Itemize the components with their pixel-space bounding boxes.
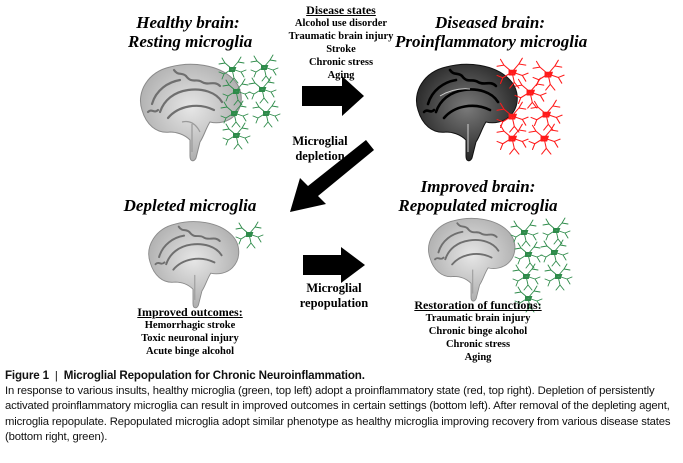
repopulation-arrow [303,247,365,283]
improved-outcome-item: Toxic neuronal injury [141,333,239,344]
microglia-cell-icon [222,78,251,106]
caption-title: Microglial Repopulation for Chronic Neur… [63,369,365,382]
disease-states-header: Disease states [306,3,376,17]
depletion-label-line2: depletion [295,149,345,163]
disease-state-item: Aging [327,70,355,81]
improved-outcome-item: Acute binge alcohol [145,346,235,357]
microglia-cell-icon [510,219,539,247]
depletion-arrow [290,140,374,212]
restoration-function-item: Traumatic brain injury [425,313,531,324]
microglia-cell-icon [252,100,281,128]
repopulated-microglia-cluster [510,217,573,313]
improved-brain-title-line1: Improved brain: [420,177,536,196]
improved-outcome-item: Hemorrhagic stroke [144,320,236,331]
proinflammatory-microglia-cluster [495,57,566,156]
restoration-functions-header: Restoration of functions: [414,298,542,312]
improved-brain-title-line2: Repopulated microglia [398,196,558,215]
disease-state-item: Chronic stress [308,57,374,68]
caption-label: Figure 1 [5,369,49,382]
disease-states-list: Disease states Alcohol use disorder Trau… [282,3,400,82]
improved-brain-title: Improved brain: Repopulated microglia [398,177,558,215]
depletion-label-line1: Microglial [292,134,348,148]
repopulation-label-line1: Microglial [306,281,362,295]
diseased-brain-title: Diseased brain: Proinflammatory microgli… [395,13,588,51]
diseased-brain-icon [415,63,518,162]
caption-separator: | [54,370,58,382]
disease-progression-arrow [302,76,364,116]
depleted-brain-icon [148,221,240,309]
caption-body: In response to various insults, healthy … [5,385,671,443]
diseased-brain-title-line2: Proinflammatory microglia [395,32,588,51]
microglia-cell-icon [495,57,530,90]
repopulation-label: Microglial repopulation [290,281,378,311]
microglia-cell-icon [542,217,571,245]
restoration-function-item: Chronic binge alcohol [428,326,528,337]
microglia-cell-icon [529,99,564,132]
improved-outcomes-list: Improved outcomes: Hemorrhagic stroke To… [120,305,260,358]
depleted-microglia-title: Depleted microglia [123,196,257,215]
depleted-microglia-cell [235,221,264,249]
healthy-brain-title: Healthy brain: Resting microglia [128,13,253,51]
restoration-function-item: Chronic stress [445,339,511,350]
depletion-label: Microglial depletion [282,134,358,164]
repopulation-label-line2: repopulation [299,296,369,310]
microglia-cell-icon [544,263,573,291]
disease-state-item: Alcohol use disorder [294,18,388,29]
microglia-cell-icon [235,221,264,249]
microglia-cell-icon [513,77,548,110]
improved-brain-icon [428,217,516,302]
healthy-brain-title-line1: Healthy brain: [136,13,240,32]
restoration-function-item: Aging [464,352,492,363]
healthy-brain-title-line2: Resting microglia [128,32,253,51]
microglia-cell-icon [514,241,543,269]
disease-state-item: Stroke [326,44,356,55]
disease-state-item: Traumatic brain injury [288,31,394,42]
caption-heading: Figure 1 | Microglial Repopulation for Chr… [5,368,680,384]
improved-outcomes-header: Improved outcomes: [137,305,243,319]
diseased-brain-title-line1: Diseased brain: [434,13,546,32]
figure-caption: Figure 1 | Microglial Repopulation for Chr… [5,368,680,445]
microglia-cell-icon [218,56,247,84]
microglia-cell-icon [250,54,279,82]
restoration-functions-list: Restoration of functions: Traumatic brai… [406,298,550,364]
healthy-brain-icon [139,63,242,162]
microglia-cell-icon [531,59,566,92]
